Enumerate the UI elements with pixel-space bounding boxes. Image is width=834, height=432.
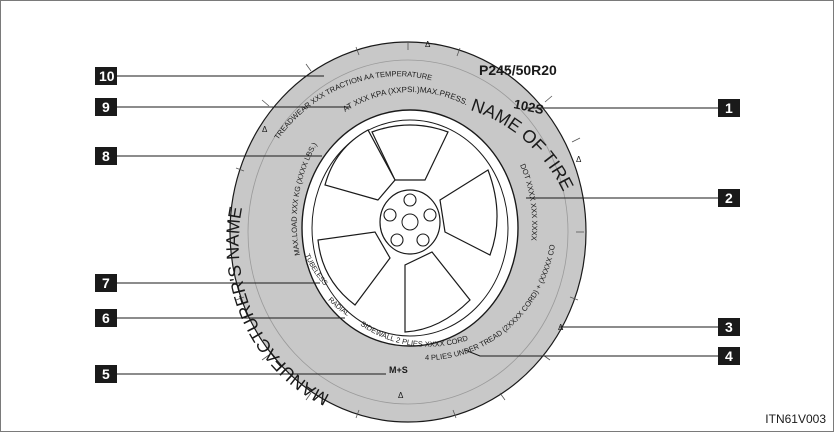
callout-6: 6 (95, 309, 117, 327)
callout-5: 5 (95, 365, 117, 383)
callout-1-label: 1 (725, 100, 733, 116)
callout-8: 8 (95, 147, 117, 165)
callout-2-label: 2 (725, 190, 733, 206)
svg-text:Δ: Δ (262, 125, 268, 134)
callout-3: 3 (718, 318, 740, 336)
callout-6-label: 6 (102, 310, 110, 326)
ms-text: M+S (389, 365, 408, 375)
callout-7: 7 (95, 274, 117, 292)
callout-2: 2 (718, 189, 740, 207)
callout-10: 10 (95, 67, 117, 85)
callout-9: 9 (95, 98, 117, 116)
callout-7-label: 7 (102, 275, 110, 291)
svg-text:Δ: Δ (576, 155, 582, 164)
callout-3-label: 3 (725, 319, 733, 335)
image-code: ITN61V003 (765, 412, 826, 426)
callout-8-label: 8 (102, 148, 110, 164)
callout-10-label: 10 (99, 68, 115, 84)
center-cap (402, 214, 418, 230)
svg-text:Δ: Δ (425, 40, 431, 49)
callout-1: 1 (718, 99, 740, 117)
callout-9-label: 9 (102, 99, 110, 115)
svg-text:Δ: Δ (398, 391, 404, 400)
callout-4: 4 (718, 347, 740, 365)
callout-5-label: 5 (102, 366, 110, 382)
tire-size-text: P245/50R20 (479, 62, 557, 78)
callout-4-label: 4 (725, 348, 733, 364)
